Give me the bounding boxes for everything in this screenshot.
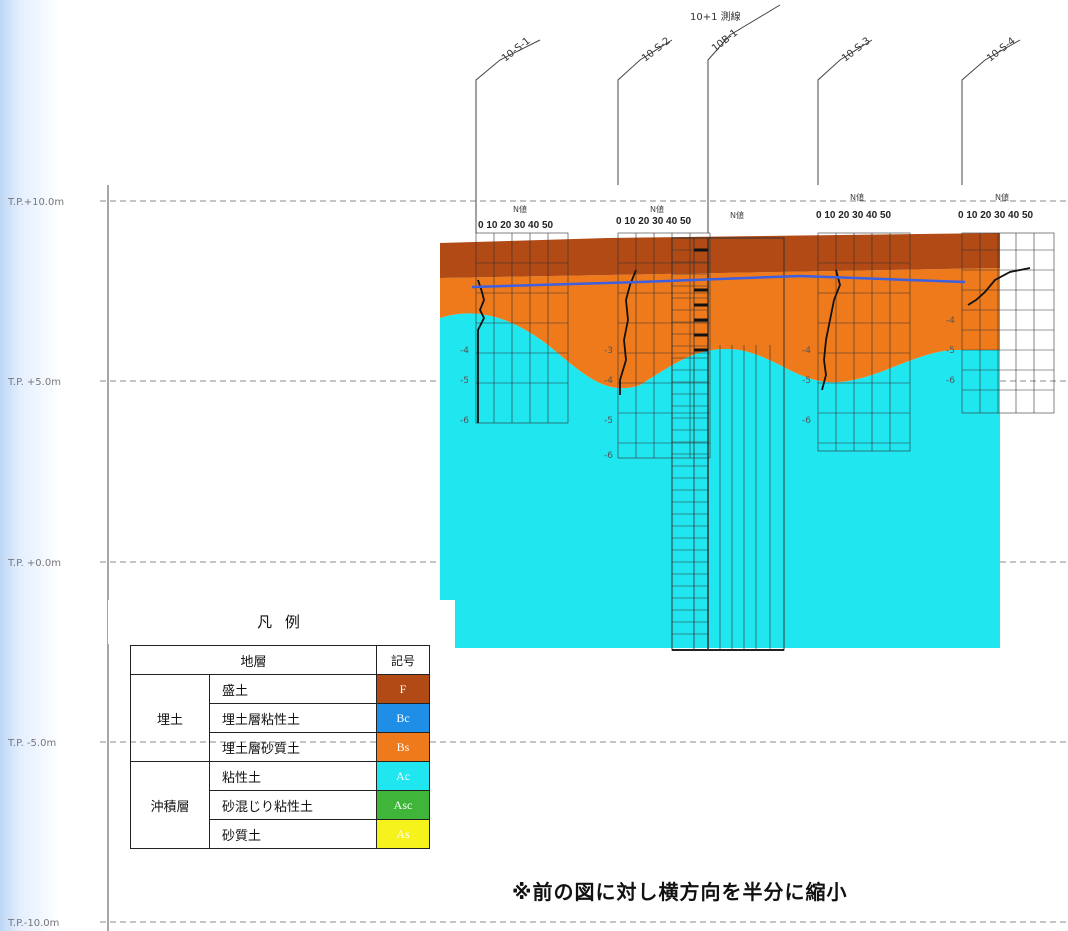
elevation-label-m5: T.P. -5.0m (7, 738, 56, 749)
svg-text:-6: -6 (604, 451, 613, 461)
borehole-label-10B-1: 10B-1 (710, 27, 740, 54)
svg-text:-6: -6 (802, 416, 811, 426)
svg-text:-4: -4 (946, 316, 955, 326)
legend-group-fill: 埋土 (130, 674, 210, 762)
svg-text:-4: -4 (802, 346, 811, 356)
elevation-label-10: T.P.+10.0m (7, 197, 64, 208)
section-line-label: 10+1 測線 (690, 10, 741, 23)
nvalue-grid-10-S-4 (961, 232, 1055, 414)
legend-table: 地層 記号 埋土 盛土 F 埋土層粘性土 Bc 埋土層砂質土 Bs 沖積層 粘性… (130, 645, 430, 849)
note-text: ※前の図に対し横方向を半分に縮小 (512, 880, 848, 904)
borehole-leaders (475, 4, 1021, 233)
legend-layer-name: 砂混じり粘性土 (209, 790, 377, 820)
svg-text:-4: -4 (460, 346, 469, 356)
elevation-label-m10: T.P.-10.0m (7, 918, 59, 929)
scale-label-2: 0 10 20 30 40 50 (616, 216, 692, 227)
scale-label-1: 0 10 20 30 40 50 (478, 220, 554, 231)
legend-layer-name: 埋土層砂質土 (209, 732, 377, 762)
svg-text:-5: -5 (460, 376, 469, 386)
legend-layer-name: 砂質土 (209, 819, 377, 849)
nvalue-grid-10-S-2 (617, 232, 711, 459)
nvalue-profiles (477, 267, 1031, 423)
legend-title: 凡 例 (257, 613, 304, 631)
n-label-5: N値 (995, 192, 1009, 202)
elevation-label-0: T.P. +0.0m (7, 558, 61, 569)
legend: 凡 例 地層 記号 埋土 盛土 F 埋土層粘性土 Bc 埋土層砂質土 Bs 沖 (108, 600, 453, 849)
borehole-label-10-S-3: 10-S-3 (840, 36, 873, 65)
legend-header-layer: 地層 (130, 645, 377, 675)
legend-symbol-swatch: F (376, 674, 430, 704)
svg-text:-5: -5 (802, 376, 811, 386)
svg-text:-6: -6 (460, 416, 469, 426)
nvalue-profile-10-S-1 (477, 279, 486, 423)
legend-group-alluvium: 沖積層 (130, 761, 210, 849)
groundwater-line (471, 274, 966, 289)
nvalue-scales: N値 0 10 20 30 40 50 N値 0 10 20 30 40 50 … (478, 192, 1034, 231)
legend-symbol-swatch: Asc (376, 790, 430, 820)
sand-fill-layer (440, 268, 1000, 389)
borehole-label-10-S-4: 10-S-4 (985, 36, 1018, 65)
svg-text:-3: -3 (604, 346, 613, 356)
legend-header-symbol: 記号 (376, 645, 430, 675)
scale-label-4: 0 10 20 30 40 50 (816, 210, 892, 221)
legend-symbol-swatch: As (376, 819, 430, 849)
borehole-label-10-S-2: 10-S-2 (640, 36, 673, 65)
borehole-label-10-S-1: 10-S-1 (500, 36, 533, 65)
svg-text:-5: -5 (946, 346, 955, 356)
nvalue-profile-10-S-3 (821, 269, 841, 391)
n-label-1: N値 (513, 204, 527, 214)
svg-text:-6: -6 (946, 376, 955, 386)
legend-layer-name: 盛土 (209, 674, 377, 704)
n-label-4: N値 (850, 192, 864, 202)
nvalue-grid-10-S-1 (475, 232, 569, 424)
elevation-label-5: T.P. +5.0m (7, 377, 61, 388)
embankment-layer (440, 233, 1000, 278)
nvalue-profile-10-S-4 (967, 267, 1031, 306)
legend-symbol-swatch: Ac (376, 761, 430, 791)
svg-text:-4: -4 (604, 376, 613, 386)
legend-layer-name: 粘性土 (209, 761, 377, 791)
legend-symbol-swatch: Bs (376, 732, 430, 762)
depth-numbers: -4 -5 -6 -3 -4 -5 -6 -4 -5 -6 -4 -5 -6 (460, 316, 955, 461)
n-label-2: N値 (650, 204, 664, 214)
nvalue-profile-10-S-2 (619, 269, 637, 395)
legend-layer-name: 埋土層粘性土 (209, 703, 377, 733)
legend-symbol-swatch: Bc (376, 703, 430, 733)
n-label-3: N値 (730, 210, 744, 220)
scale-label-5: 0 10 20 30 40 50 (958, 210, 1034, 221)
svg-text:-5: -5 (604, 416, 613, 426)
nvalue-grid-10-S-3 (817, 232, 911, 452)
